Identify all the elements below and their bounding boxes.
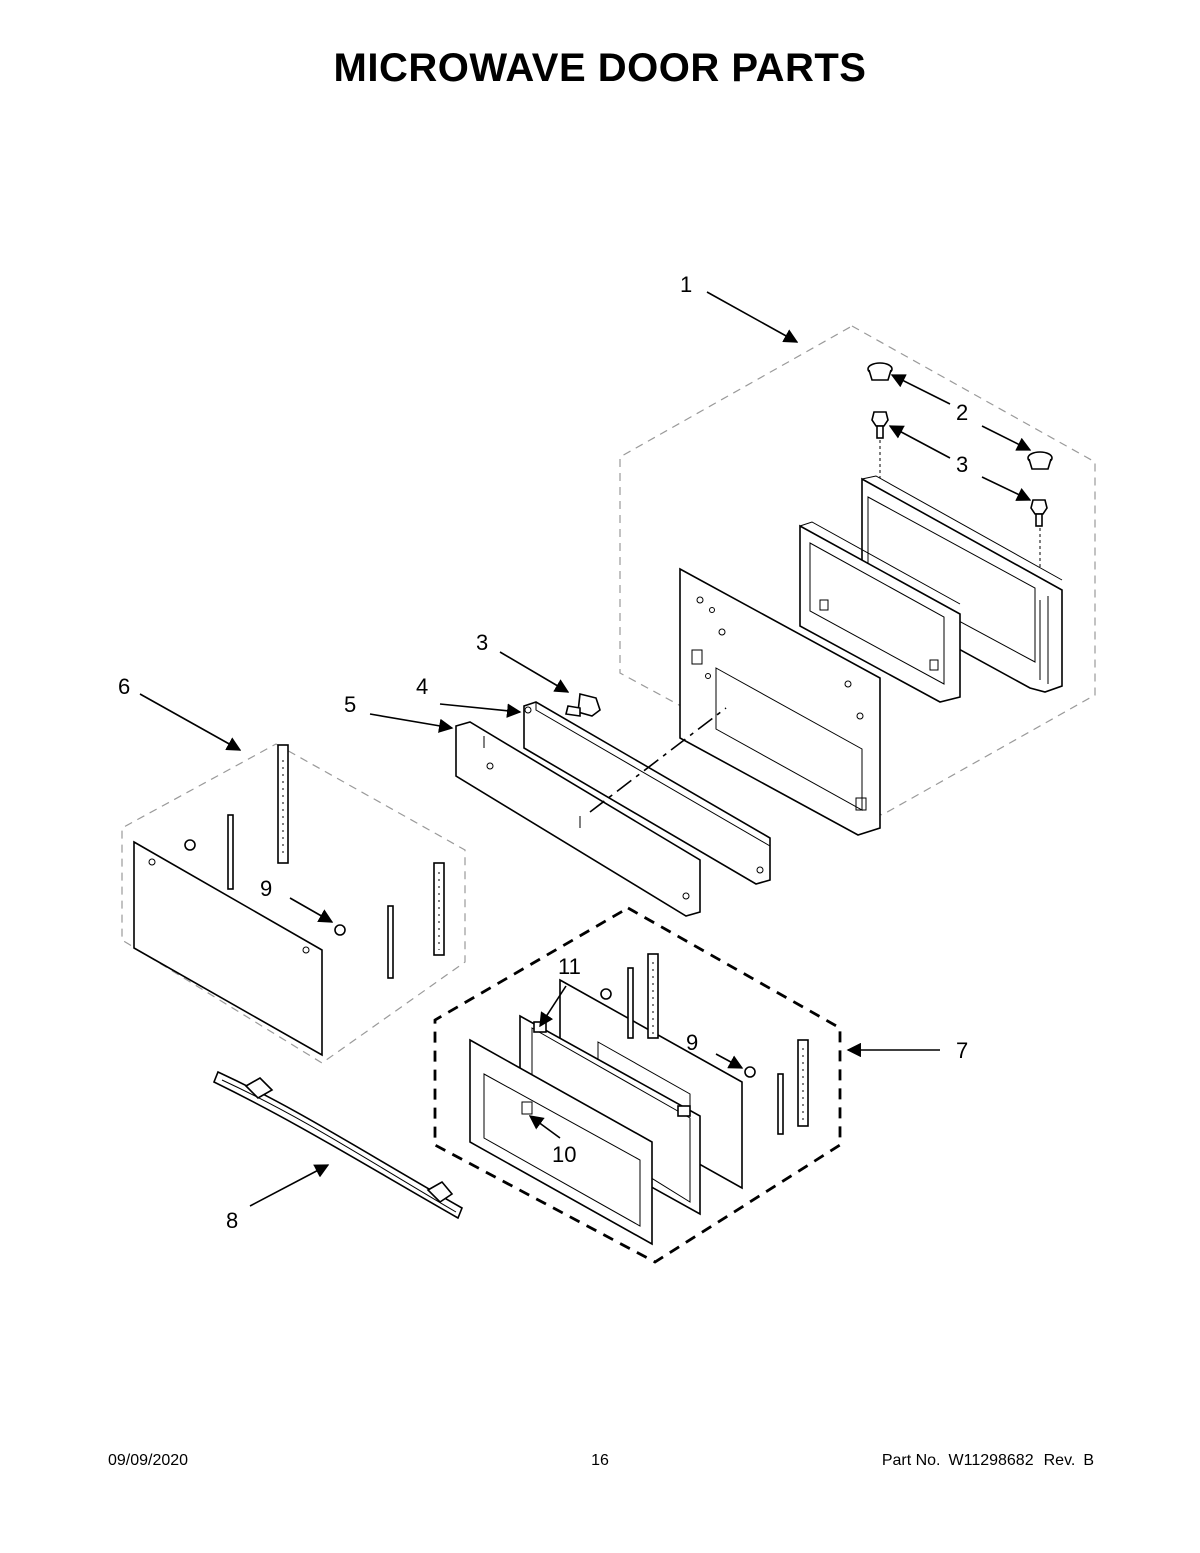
leader-8 [249, 1164, 330, 1207]
glass-clip-left [227, 744, 289, 890]
callout-8: 8 [226, 1208, 238, 1233]
alignment-line [589, 707, 727, 813]
outer-glass-panel [133, 840, 323, 1057]
leader-3-center [499, 651, 570, 693]
door-rear-frame [861, 475, 1063, 693]
inner-door-panel [469, 1038, 653, 1246]
callout-3-right: 3 [956, 452, 968, 477]
plug-left [867, 362, 893, 381]
inner-glass-group-outline [433, 906, 842, 1264]
glass-clip-right [387, 862, 445, 979]
vent-strip [455, 721, 701, 917]
bumper-inner [600, 988, 756, 1078]
callout-5: 5 [344, 692, 356, 717]
callout-10: 10 [552, 1142, 576, 1167]
callout-6: 6 [118, 674, 130, 699]
door-handle [212, 1070, 464, 1220]
leader-5 [369, 713, 454, 733]
screw-left [871, 411, 889, 439]
bumper-outer [184, 839, 346, 936]
callout-1: 1 [680, 272, 692, 297]
part-number-value: W11298682 [948, 1452, 1034, 1469]
footer-page-number: 16 [591, 1452, 609, 1469]
callout-11: 11 [558, 954, 581, 979]
inner-clip-left [627, 953, 659, 1039]
door-choke-frame [799, 521, 961, 703]
leader-9-right [715, 1053, 744, 1069]
revision-value: B [1083, 1452, 1094, 1469]
callout-2: 2 [956, 400, 968, 425]
leader-10 [528, 1115, 561, 1139]
leader-6 [139, 693, 242, 751]
leader-2-right [981, 425, 1032, 451]
footer-date: 09/09/2020 [108, 1452, 189, 1469]
callout-4: 4 [416, 674, 428, 699]
leader-3-left [888, 425, 951, 459]
callout-9-right: 9 [686, 1030, 698, 1055]
screw-right [1030, 499, 1048, 527]
inner-clip-right [777, 1039, 809, 1135]
plug-right [1027, 451, 1053, 470]
leader-1 [706, 291, 799, 343]
center-screw [565, 693, 601, 717]
page-title: MICROWAVE DOOR PARTS [333, 46, 867, 90]
footer-part-number: Part No. W11298682 Rev. B [878, 1452, 1094, 1470]
leader-2-left [890, 374, 951, 405]
part-number-label: Part No. [881, 1452, 941, 1469]
leader-9-left [289, 897, 334, 923]
trim-bar [523, 701, 771, 885]
revision-label: Rev. [1043, 1452, 1076, 1469]
door-inner-panel [679, 567, 881, 836]
callout-9-left: 9 [260, 876, 272, 901]
callout-3-center: 3 [476, 630, 488, 655]
leader-11 [539, 985, 567, 1028]
callout-7: 7 [956, 1038, 968, 1063]
leader-4 [439, 703, 522, 718]
leader-3-right [981, 476, 1032, 501]
outer-glass-group-outline [121, 743, 466, 1064]
